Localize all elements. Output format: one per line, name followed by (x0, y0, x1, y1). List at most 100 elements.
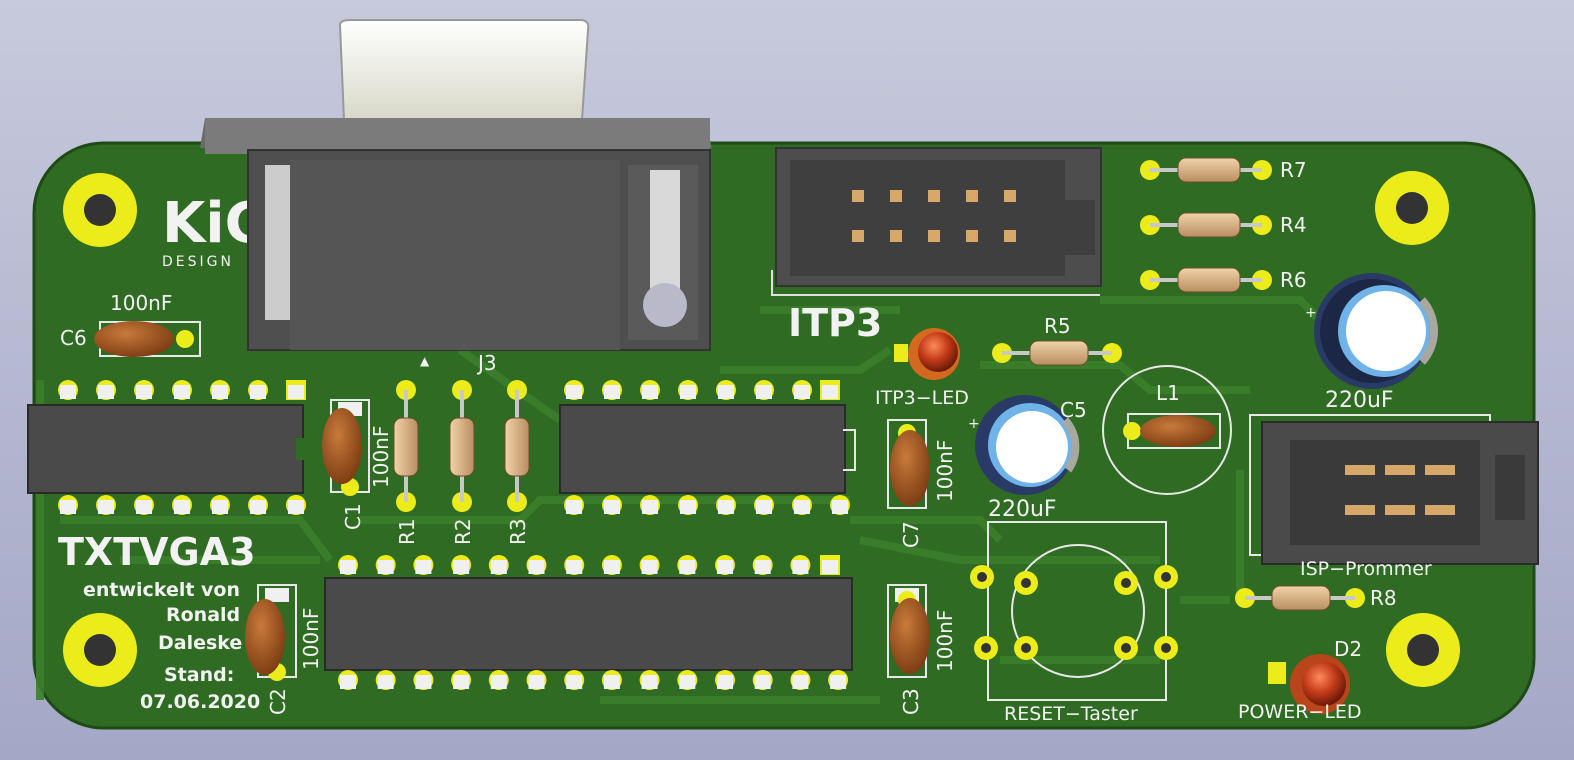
reset-label: RESET−Taster (1004, 703, 1138, 725)
inductor-l1: L1 (1102, 365, 1232, 495)
mounting-holes (63, 171, 1460, 687)
r5-label: R5 (1044, 314, 1071, 338)
resistor-r3: R3 (504, 380, 530, 545)
c2-value-label: 100nF (299, 608, 323, 670)
c6-label: C6 (60, 326, 87, 350)
r3-label: R3 (506, 518, 530, 545)
pin-pad (639, 555, 660, 575)
pin-pad (451, 555, 472, 575)
pin-pad (526, 670, 547, 690)
credit-line-2: Ronald (166, 604, 240, 626)
pin-pad (830, 495, 850, 515)
pin-pad (640, 495, 660, 515)
c7-label: C7 (899, 521, 923, 548)
dsub-connector-j3: J3 ▲ (200, 19, 712, 375)
pin-pad (375, 670, 396, 690)
power-led-d2: D2 POWER−LED (1238, 637, 1362, 723)
itp3-led-label: ITP3−LED (875, 387, 969, 409)
pin-pad (640, 380, 660, 400)
svg-text:▲: ▲ (420, 354, 430, 368)
resistor-r1: R1 (393, 380, 419, 545)
pin-pad (286, 380, 306, 400)
credit-line-1: entwickelt von (83, 579, 240, 601)
pin-pad (678, 380, 698, 400)
capacitor-c2: 100nF C2 (245, 584, 323, 715)
itp3-label: ITP3 (788, 301, 882, 345)
header-pin (1004, 190, 1016, 202)
pin-pad (526, 555, 547, 575)
pin-pad (715, 670, 735, 690)
pin-pad (564, 670, 585, 690)
capacitor-c7: 100nF C7 (887, 419, 957, 548)
itp3-header: ITP3 (771, 147, 1102, 345)
resistor-r5: R5 (992, 314, 1122, 366)
header-pin (966, 190, 978, 202)
r8-label: R8 (1370, 586, 1397, 610)
header-pin (852, 230, 864, 242)
pin-pad (639, 670, 660, 690)
pin-pad (601, 670, 622, 690)
pin-pad (752, 670, 773, 690)
r2-label: R2 (451, 518, 475, 545)
pin-pad (488, 670, 509, 690)
pin-pad (413, 555, 434, 575)
credit-line-5: 07.06.2020 (140, 691, 260, 713)
j3-label: J3 (476, 351, 497, 375)
header-pin (852, 190, 864, 202)
pin-pad (820, 555, 840, 575)
pin-pad (564, 495, 584, 515)
c1-label: C1 (341, 503, 365, 530)
c1-value-label: 100nF (369, 426, 393, 488)
mounting-hole-tr (1375, 171, 1449, 245)
pin-pad (716, 380, 736, 400)
ic-middle (559, 404, 856, 494)
r6-label: R6 (1280, 268, 1307, 292)
c6-value-label: 100nF (110, 291, 172, 315)
credit-line-4: Stand: (164, 664, 234, 686)
svg-text:+: + (968, 416, 980, 432)
itp3-led: ITP3−LED (875, 328, 969, 409)
resistor-r8: R8 (1235, 585, 1397, 611)
credit-line-3: Daleske (158, 632, 242, 654)
pin-pad (338, 670, 358, 690)
electrolytic-capacitor-c4: + 220uF (1305, 273, 1438, 413)
pin-pad (601, 555, 622, 575)
pin-pad (248, 380, 268, 400)
resistor-r6: R6 (1140, 267, 1307, 293)
capacitor-c6: 100nF C6 (60, 291, 201, 357)
mounting-hole-bl (63, 613, 137, 687)
pin-pad (754, 495, 774, 515)
capacitor-c1: 100nF C1 (322, 399, 393, 530)
pin-pad (677, 670, 698, 690)
reset-button: RESET−Taster (970, 521, 1178, 725)
c7-value-label: 100nF (933, 440, 957, 502)
header-pin (966, 230, 978, 242)
pin-pad (286, 495, 306, 515)
pin-pad (96, 380, 116, 400)
mounting-hole-tl (63, 173, 137, 247)
isp-header: ISP−Prommer (1249, 414, 1539, 580)
header-pin (890, 190, 902, 202)
board-credits: TXTVGA3 entwickelt von Ronald Daleske St… (58, 530, 260, 713)
svg-text:+: + (1305, 305, 1317, 321)
c3-value-label: 100nF (933, 610, 957, 672)
capacitor-c3: 100nF C3 (887, 584, 957, 715)
pin-pad (134, 495, 154, 515)
pin-pad (488, 555, 509, 575)
pin-pad (564, 380, 584, 400)
resistor-r2: R2 (449, 380, 475, 545)
c2-label: C2 (266, 688, 290, 715)
resistor-r4: R4 (1140, 212, 1307, 238)
pin-pad (451, 670, 472, 690)
c5-value-label: 220uF (988, 497, 1057, 522)
logo-subtext: DESIGN (162, 254, 234, 270)
c5-label: C5 (1060, 398, 1087, 422)
resistor-r7: R7 (1140, 157, 1307, 183)
ic-bottom (324, 577, 853, 671)
pin-pad (792, 495, 812, 515)
pin-pad (413, 670, 434, 690)
pin-pad (752, 555, 773, 575)
pin-pad (172, 495, 192, 515)
header-pin (928, 230, 940, 242)
